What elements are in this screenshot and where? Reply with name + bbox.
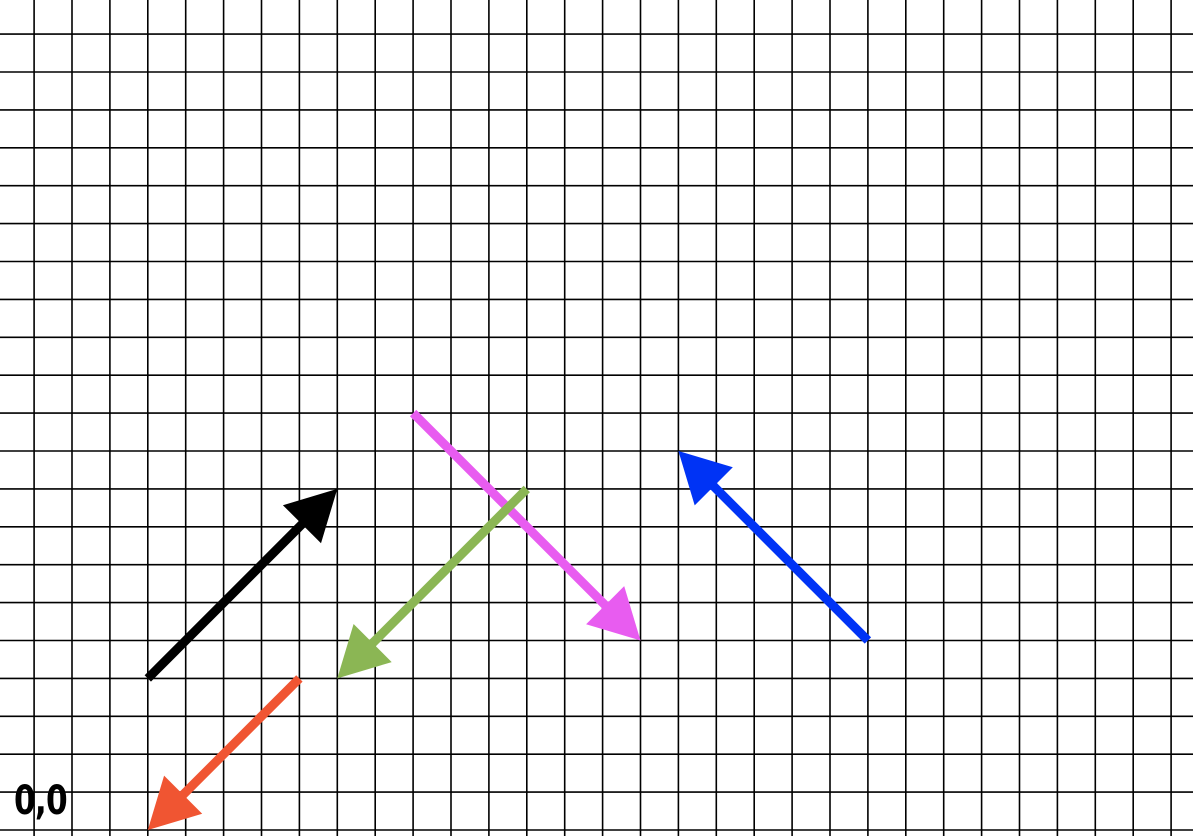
orange-arrow xyxy=(147,675,303,830)
green-arrow-head xyxy=(337,624,392,679)
orange-arrow-shaft xyxy=(174,675,303,804)
origin-label: 0,0 xyxy=(14,778,68,824)
blue-arrow-head xyxy=(678,451,733,506)
magenta-arrow-shaft xyxy=(409,409,614,614)
magenta-arrow-head xyxy=(586,586,641,641)
vector-layer xyxy=(144,409,872,830)
blue-arrow xyxy=(678,451,872,644)
magenta-arrow xyxy=(409,409,641,641)
green-arrow xyxy=(337,485,530,679)
green-arrow-shaft xyxy=(363,485,530,652)
orange-arrow-head xyxy=(147,775,203,830)
black-arrow xyxy=(144,488,338,682)
blue-arrow-shaft xyxy=(704,477,872,644)
black-arrow-head xyxy=(282,488,338,544)
black-arrow-shaft xyxy=(144,515,311,682)
